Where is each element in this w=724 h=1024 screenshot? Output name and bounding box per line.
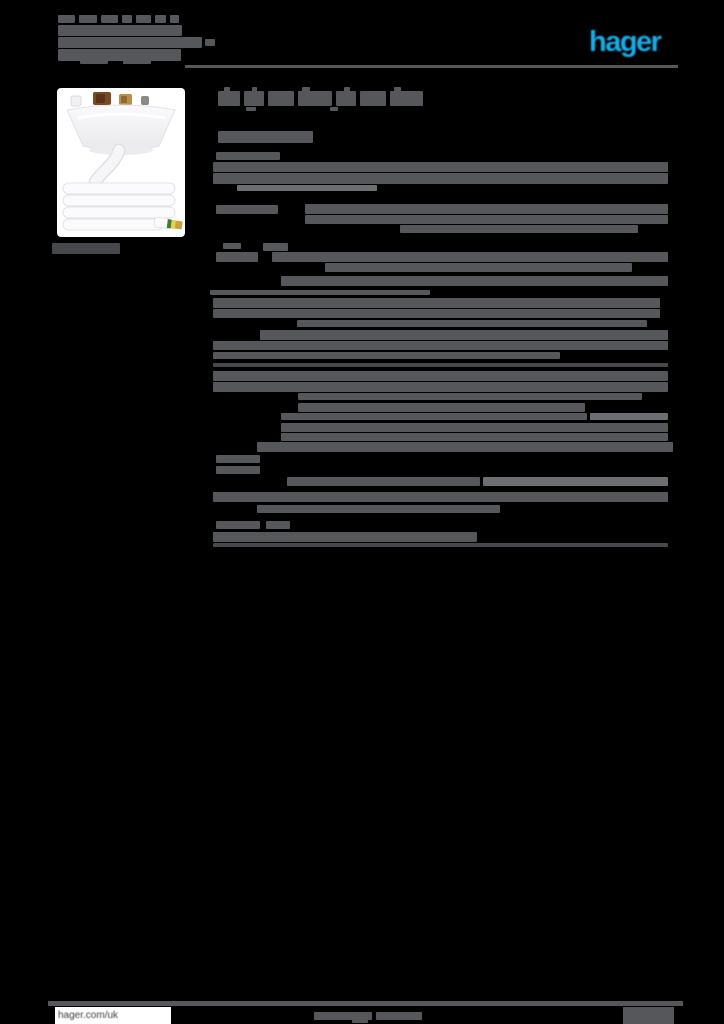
redacted-text-bar [224,87,230,92]
redacted-text-bar [352,1019,368,1023]
website-label: hager.com/uk [58,1010,119,1021]
redacted-text-bar [298,393,642,400]
redacted-text-bar [216,152,280,160]
redacted-text-bar [155,15,166,23]
redacted-text-bar [257,442,673,452]
product-photo [62,92,183,231]
redacted-text-bar [218,131,313,143]
redacted-text-bar [281,433,668,441]
redacted-text-bar [272,252,668,262]
redacted-text-bar [101,15,118,23]
redacted-text-bar [252,87,257,92]
redacted-text-bar [360,91,386,106]
redacted-text-bar [298,91,332,106]
redacted-text-bar [58,15,75,23]
redacted-text-bar [244,91,264,106]
redacted-text-bar [216,252,258,262]
redacted-text-bar [205,39,215,46]
redacted-text-bar [394,87,401,92]
redacted-text-bar [237,185,377,191]
redacted-text-bar [400,225,638,233]
redacted-text-bar [213,341,668,350]
redacted-text-bar [246,107,256,111]
redacted-text-bar [305,204,668,214]
website-link[interactable]: hager.com/uk [55,1007,171,1024]
redacted-text-bar [216,521,260,529]
redacted-text-bar [325,263,632,272]
redacted-text-bar [123,58,151,64]
redacted-text-bar [58,37,202,48]
redacted-text-bar [210,290,430,295]
redacted-text-bar [213,352,560,359]
redacted-text-bar [302,87,310,92]
header-divider [185,65,678,68]
redacted-text-bar [305,215,668,224]
redacted-text-bar [281,276,668,286]
redacted-text-bar [268,91,294,106]
redacted-text-bar [213,162,668,172]
redacted-text-bar [344,87,350,92]
redacted-text-bar [260,330,668,340]
redacted-text-bar [122,15,132,23]
redacted-text-bar [590,413,668,420]
redacted-text-bar [376,1012,422,1020]
redacted-text-bar [170,15,179,23]
redacted-text-bar [80,58,108,64]
redacted-text-bar [218,91,240,106]
cable-coil [62,182,176,231]
product-photo-box [57,88,185,237]
redacted-text-bar [213,492,668,502]
redacted-text-bar [257,505,500,513]
redacted-text-bar [213,173,668,184]
stripped-cable-end [153,216,183,230]
redacted-text-bar [58,49,181,61]
redacted-text-bar [216,466,260,474]
hager-logo: hager [589,26,662,58]
redacted-text-bar [390,91,423,106]
redacted-text-bar [216,205,278,214]
redacted-text-bar [216,455,260,463]
redacted-text-bar [213,371,668,381]
flex-cable-highlight [90,145,124,187]
redacted-text-bar [297,320,647,327]
redacted-text-bar [213,382,668,392]
redacted-text-bar [79,15,97,23]
redacted-text-bar [330,107,338,111]
redacted-text-bar [213,543,668,547]
redacted-text-bar [263,243,288,251]
redacted-text-bar [281,423,668,432]
redacted-text-bar [223,243,241,249]
redacted-text-bar [52,243,120,254]
redacted-text-bar [483,477,668,486]
redacted-text-bar [287,477,480,486]
redacted-text-bar [314,1012,372,1020]
footer-page-block [623,1007,674,1024]
footer-divider [48,1001,683,1006]
redacted-text-bar [336,91,356,106]
redacted-text-bar [213,298,660,308]
redacted-text-bar [58,25,182,36]
redacted-text-bar [213,363,668,367]
redacted-text-bar [298,403,585,412]
redacted-text-bar [281,413,587,420]
redacted-text-bar [266,521,290,529]
redacted-text-bar [213,532,477,542]
terminal-block [70,92,149,107]
redacted-text-bar [213,309,660,318]
redacted-text-bar [136,15,151,23]
